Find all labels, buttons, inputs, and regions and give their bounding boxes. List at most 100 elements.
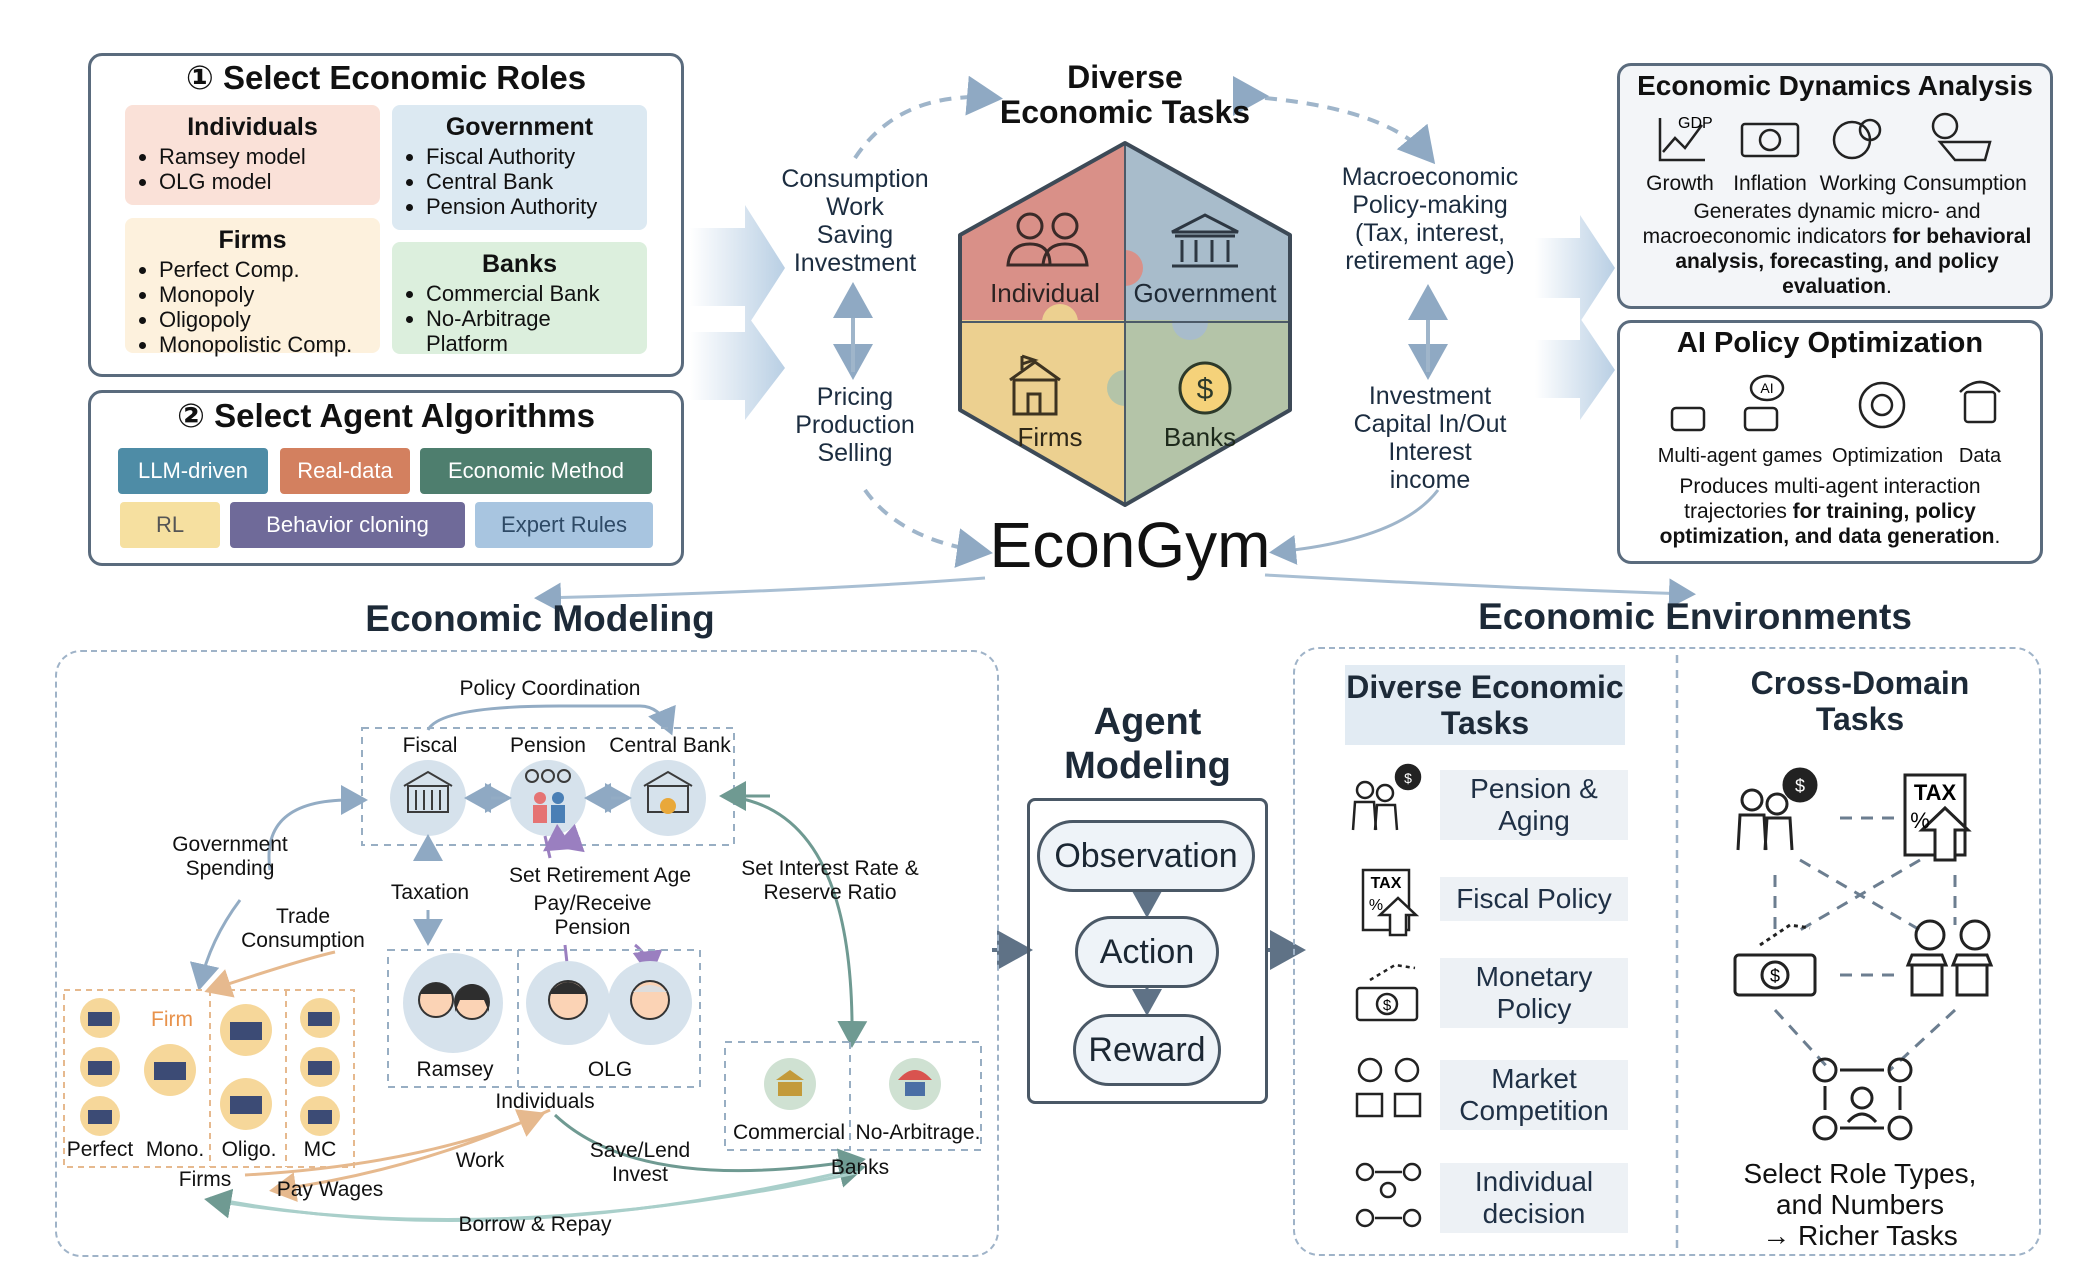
firms-title: Firms <box>218 226 287 254</box>
task-consumption: Consumption <box>781 165 929 193</box>
block-arrow-1 <box>690 205 785 330</box>
modeling-title: Economic Modeling <box>365 598 715 639</box>
government-building-icon <box>1171 213 1239 268</box>
dynamics-desc-end: . <box>1886 275 1892 298</box>
firm-type-mono: Mono. <box>145 1138 205 1161</box>
task-pricing: Pricing <box>816 383 894 411</box>
action-pill: Action <box>1075 916 1219 988</box>
individuals-title: Individuals <box>187 113 318 141</box>
cross-domain-desc: Select Role Types, and Numbers → Richer … <box>1715 1158 2005 1251</box>
puzzle-individual-label: Individual <box>990 278 1100 308</box>
task-interest: Interest <box>1388 438 1472 466</box>
block-arrow-3 <box>1535 215 1615 322</box>
dynamics-title: Economic Dynamics Analysis <box>1637 70 2033 101</box>
block-arrow-4 <box>1535 318 1615 420</box>
tasks-left-top: Consumption Work Saving Investment <box>760 165 950 277</box>
gov-label-pension: Pension <box>510 734 586 757</box>
task-retirement-age: retirement age) <box>1345 247 1515 275</box>
individual-avatars <box>403 953 692 1053</box>
cross-money-sign: $ <box>1770 966 1780 986</box>
government-title: Government <box>445 113 594 141</box>
firm-type-mc: MC <box>303 1138 337 1161</box>
ai-policy-desc: Produces multi-agent interaction traject… <box>1630 474 2030 549</box>
cross-desc-line3: → Richer Tasks <box>1762 1220 1958 1251</box>
trade-consumption-label: Trade Consumption <box>241 905 365 952</box>
chip-expert-rules: Expert Rules <box>475 502 653 548</box>
bank-label-commercial: Commercial <box>732 1121 845 1144</box>
cross-tax-icon <box>1903 773 1972 862</box>
gov-label-fiscal: Fiscal <box>402 734 458 757</box>
firms-item: Monopolistic Comp. <box>159 332 368 357</box>
ind-label-ramsey: Ramsey <box>416 1058 494 1081</box>
environments-title: Economic Environments <box>1478 596 1912 637</box>
task-investment: Investment <box>793 249 917 277</box>
tasks-title-line2: Economic Tasks <box>999 94 1251 130</box>
government-item: Fiscal Authority <box>426 144 635 169</box>
cross-tax-label: TAX <box>1914 780 1957 805</box>
puzzle-firms-label: Firms <box>1017 422 1083 452</box>
individuals-item: Ramsey model <box>159 144 368 169</box>
government-item: Pension Authority <box>426 194 635 219</box>
diverse-tasks-title: Diverse Economic Tasks <box>1345 665 1625 745</box>
svg-text:$: $ <box>1197 373 1214 406</box>
banks-title: Banks <box>481 250 558 278</box>
firms-card: Firms Perfect Comp.MonopolyOligopolyMono… <box>125 218 380 357</box>
policy-coordination: Policy Coordination <box>459 677 641 700</box>
banks-card: Banks Commercial BankNo-Arbitrage Platfo… <box>392 242 647 356</box>
firm-type-perfect: Perfect <box>66 1138 134 1161</box>
task-selling: Selling <box>817 439 893 467</box>
firm-factory-icons <box>80 998 340 1136</box>
government-item: Central Bank <box>426 169 635 194</box>
firms-item: Monopoly <box>159 282 368 307</box>
block-arrow-2 <box>690 312 785 420</box>
banks-label: Banks <box>830 1156 890 1179</box>
cross-market-icon <box>1905 919 1994 997</box>
cross-decision-icon <box>1812 1057 1913 1141</box>
dynamics-desc-bold: for behavioral analysis, forecasting, an… <box>1675 225 2032 298</box>
puzzle-banks-label: Banks <box>1163 422 1237 452</box>
chip-real-data: Real-data <box>280 448 410 494</box>
env-task-pension: Pension & Aging <box>1440 770 1628 840</box>
gov-label-central-bank: Central Bank <box>609 734 731 757</box>
banks-item: Commercial Bank <box>426 281 635 306</box>
chip-llm-driven: LLM-driven <box>118 448 268 494</box>
bank-dollar-icon: $ <box>1178 361 1232 415</box>
firm-house-icon <box>1009 354 1061 416</box>
dyn-icon-inflation: Inflation <box>1733 172 1807 195</box>
econgym-brand: EconGym <box>989 509 1271 581</box>
taxation-label: Taxation <box>390 881 470 904</box>
dyn-icon-working: Working <box>1819 172 1897 195</box>
dyn-icon-consumption: Consumption <box>1903 172 2027 195</box>
modeling-panel <box>55 650 999 1257</box>
firm-monopoly-label: Firm <box>151 1008 193 1031</box>
agent-modeling-title: Agent Modeling <box>1064 701 1231 787</box>
dynamics-desc-normal: Generates dynamic micro- and macroeconom… <box>1642 200 1981 248</box>
pension-node <box>510 760 586 836</box>
government-card: Government Fiscal AuthorityCentral BankP… <box>392 105 647 230</box>
individuals-label: Individuals <box>495 1090 595 1113</box>
individual-people-icon <box>1006 212 1089 267</box>
cross-pension-icon <box>1736 767 1818 851</box>
env-task-fiscal: Fiscal Policy <box>1440 877 1628 921</box>
tasks-title: Diverse Economic Tasks <box>960 60 1290 130</box>
firms-item: Oligopoly <box>159 307 368 332</box>
firms-label: Firms <box>178 1168 232 1191</box>
banks-item: No-Arbitrage Platform <box>426 306 635 356</box>
ai-policy-title: AI Policy Optimization <box>1676 327 1984 359</box>
observation-pill: Observation <box>1037 820 1255 892</box>
tasks-right-top: Macroeconomic Policy-making (Tax, intere… <box>1320 163 1540 275</box>
task-saving: Saving <box>816 221 894 249</box>
bank-label-no-arbitrage: No-Arbitrage. <box>855 1121 981 1144</box>
task-income: income <box>1389 466 1471 494</box>
dynamics-desc: Generates dynamic micro- and macroeconom… <box>1625 199 2049 299</box>
env-task-individual: Individual decision <box>1440 1163 1628 1233</box>
env-task-monetary: Monetary Policy <box>1440 958 1628 1028</box>
set-interest-label: Set Interest Rate & Reserve Ratio <box>741 857 919 904</box>
ind-label-olg: OLG <box>587 1058 633 1081</box>
individuals-card: Individuals Ramsey modelOLG model <box>125 105 380 205</box>
chip-behavior-cloning: Behavior cloning <box>230 502 465 548</box>
cross-money-icon <box>1733 923 1817 997</box>
task-investment-bank: Investment <box>1368 382 1492 410</box>
chip-rl: RL <box>120 502 220 548</box>
ai-policy-desc-end: . <box>1994 525 2001 548</box>
